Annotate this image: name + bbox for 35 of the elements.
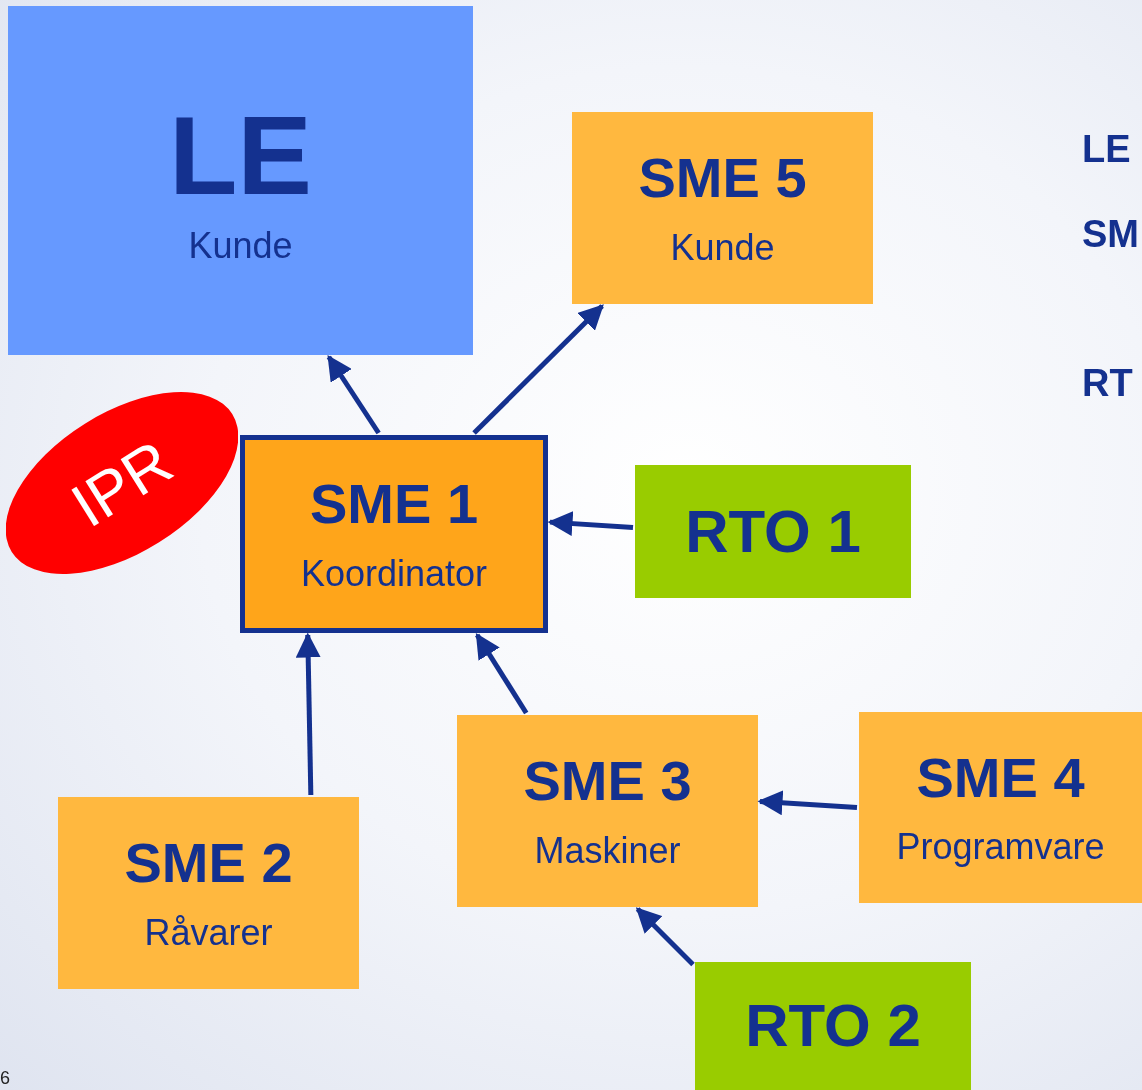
coordinator-box <box>240 435 548 633</box>
badge-label: IPR <box>59 425 185 541</box>
box-title: SME 5 <box>638 147 807 209</box>
box-subtitle: Koordinator <box>300 552 488 595</box>
arrow <box>635 907 695 967</box>
arrow <box>475 632 529 715</box>
research-box <box>695 962 971 1090</box>
box-subtitle: Kunde <box>670 226 775 269</box>
box-title: RTO 2 <box>745 993 921 1059</box>
box-title: SME 4 <box>916 746 1085 809</box>
box-subtitle: Maskiner <box>534 829 681 872</box>
side-note: RT <box>1082 362 1133 405</box>
arrow <box>757 790 858 816</box>
side-note: SM <box>1082 213 1139 256</box>
company-box <box>572 112 873 304</box>
research-box <box>635 465 911 598</box>
company-box <box>457 715 758 907</box>
ipr-ellipse <box>6 392 238 574</box>
side-note: LE <box>1082 128 1131 171</box>
box-subtitle: Programvare <box>896 826 1105 869</box>
arrow <box>547 511 634 537</box>
box-title: SME 1 <box>309 473 479 535</box>
box-subtitle: Kunde <box>188 225 293 268</box>
box-title: SME 2 <box>124 832 293 894</box>
customer-box <box>8 6 473 355</box>
arrow <box>326 354 381 435</box>
arrow <box>472 304 604 435</box>
page-number: 6 <box>0 1068 10 1089</box>
company-box <box>58 797 359 989</box>
box-title: RTO 1 <box>685 498 861 565</box>
box-title: SME 3 <box>523 750 692 812</box>
arrow <box>295 632 321 796</box>
box-subtitle: Råvarer <box>144 911 273 954</box>
box-title: LE <box>168 93 313 218</box>
company-box <box>859 712 1142 903</box>
